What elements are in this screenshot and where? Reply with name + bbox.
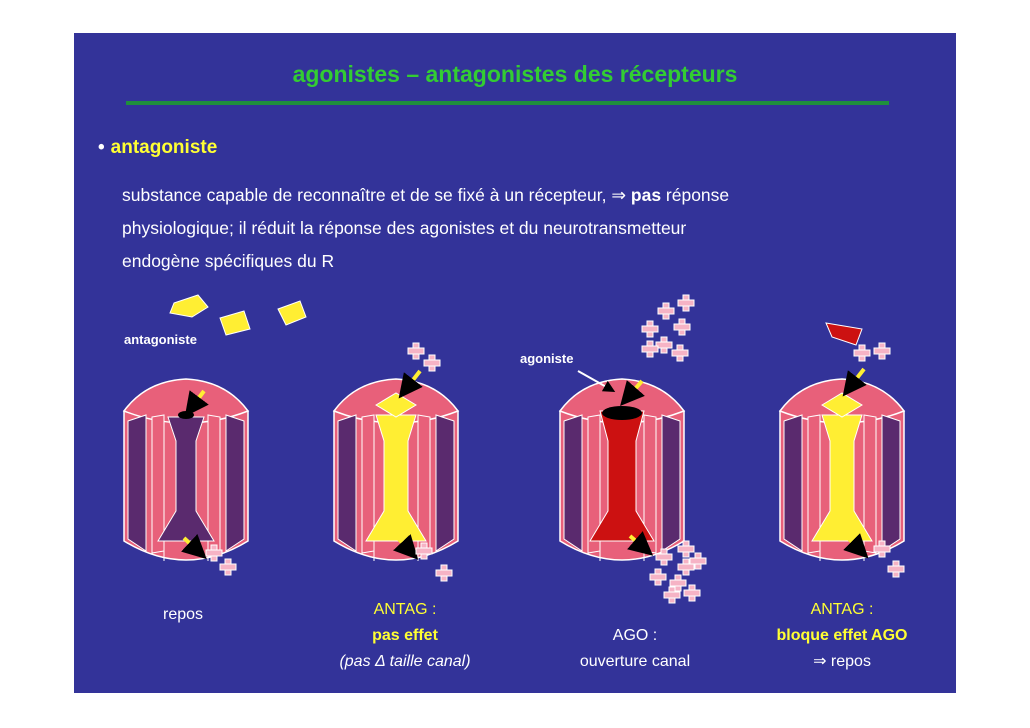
caption-ago-line2: ouverture canal (579, 653, 691, 670)
neurotransmitter-icon (435, 564, 453, 582)
bullet-marker: • (98, 137, 105, 158)
caption-antag-block: ANTAG : bloque effet AGO ⇒ repos (754, 597, 930, 675)
definition-line-3: endogène spécifiques du R (122, 251, 335, 271)
antagonist-molecule (277, 300, 307, 326)
binding-site (178, 411, 194, 419)
slide-title: agonistes – antagonistes des récepteurs (292, 61, 738, 87)
definition-text: substance capable de reconnaître et de s… (122, 179, 922, 278)
definition-line-1: substance capable de reconnaître et de s… (122, 179, 922, 212)
caption-antag1-line3: (pas Δ taille canal) (339, 653, 471, 670)
receptor-antagonist-bound (333, 369, 459, 562)
label-antagoniste: antagoniste (124, 332, 197, 347)
bullet-heading: •antagoniste (98, 137, 217, 159)
neurotransmitter-icon (873, 342, 891, 360)
agonist-cluster (641, 294, 695, 362)
antagonist-molecule (219, 310, 251, 336)
neurotransmitter-icon (887, 560, 905, 578)
definition-line-1-bold: pas (630, 185, 662, 205)
label-agoniste: agoniste (520, 351, 574, 366)
receptor-antagonist-blocking (779, 367, 905, 562)
caption-antag1-line2: pas effet (372, 627, 438, 644)
receptor-diagram (123, 294, 905, 604)
caption-antag2-line1: ANTAG : (810, 601, 874, 618)
definition-line-2: physiologique; il réduit la réponse des … (122, 218, 687, 238)
caption-repos-text: repos (162, 606, 204, 623)
definition-line-1-start: substance capable de reconnaître et de s… (122, 185, 631, 205)
caption-repos: repos (118, 602, 248, 628)
title-underline (126, 101, 889, 105)
slide: agonistes – antagonistes des récepteurs … (74, 33, 956, 693)
receptor-repos (123, 378, 249, 562)
bullet-label: antagoniste (110, 137, 218, 158)
caption-ago: AGO : ouverture canal (550, 623, 720, 675)
caption-antag2-line2: bloque effet AGO (776, 627, 908, 644)
neurotransmitter-icon (407, 342, 425, 360)
neurotransmitter-icon (853, 344, 871, 362)
caption-antag1-line1: ANTAG : (373, 601, 437, 618)
caption-antag2-line3: ⇒ repos (813, 653, 871, 670)
antagonist-molecule (169, 294, 209, 318)
neurotransmitter-icon (423, 354, 441, 372)
agonist-molecule (825, 322, 863, 346)
definition-line-1-end: réponse (661, 185, 730, 205)
caption-ago-line1: AGO : (612, 627, 658, 644)
receptor-agonist-bound (559, 370, 685, 562)
neurotransmitter-icon (219, 558, 237, 576)
caption-antag-no-effect: ANTAG : pas effet (pas Δ taille canal) (310, 597, 500, 675)
